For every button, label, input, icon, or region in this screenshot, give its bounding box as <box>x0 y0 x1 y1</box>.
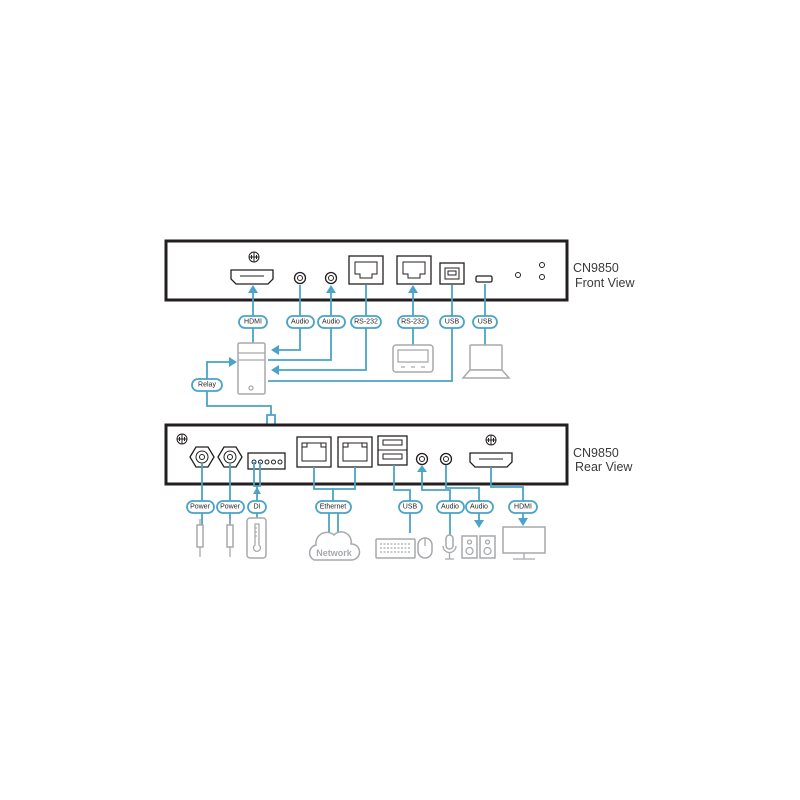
svg-text:USB: USB <box>478 319 493 326</box>
laptop-icon <box>461 344 511 379</box>
label-ethernet: Ethernet <box>315 500 352 514</box>
pc-tower-icon <box>237 342 266 395</box>
power-plug-icon <box>226 519 234 557</box>
usb-b-port <box>439 262 465 285</box>
svg-text:Audio: Audio <box>291 319 309 326</box>
svg-text:Audio: Audio <box>470 504 488 511</box>
label-power: Power <box>186 500 215 514</box>
front-wires <box>206 284 486 457</box>
svg-text:Relay: Relay <box>198 382 216 389</box>
front-labels: HDMI Audio Audio RS-232 RS-232 USB USB R… <box>191 315 498 392</box>
label-audio: Audio <box>436 500 465 514</box>
label-di: DI <box>247 500 267 514</box>
audio-jack-out <box>415 452 429 466</box>
rear-panel <box>164 423 569 486</box>
label-hdmi: HDMI <box>238 315 268 329</box>
microphone-icon <box>442 534 457 560</box>
keyboard-icon <box>375 538 416 559</box>
audio-jack-2 <box>324 271 338 285</box>
svg-text:HDMI: HDMI <box>514 504 532 511</box>
svg-text:Power: Power <box>220 504 241 511</box>
mouse-icon <box>417 537 433 559</box>
rs232-port-1 <box>348 255 384 285</box>
svg-text:Power: Power <box>190 504 211 511</box>
network-label: Network <box>316 548 353 558</box>
led-indicator <box>539 274 545 280</box>
svg-text:RS-232: RS-232 <box>354 319 378 326</box>
power-jack-1 <box>189 446 215 468</box>
usb-a-ports <box>377 435 408 466</box>
ground-icon <box>176 433 188 445</box>
ethernet-port-2 <box>337 436 373 468</box>
front-model-label: CN9850 <box>573 261 619 275</box>
svg-text:Audio: Audio <box>322 319 340 326</box>
rear-model-label: CN9850 <box>573 446 619 460</box>
ethernet-port-1 <box>296 436 332 468</box>
label-audio: Audio <box>286 315 315 329</box>
label-audio: Audio <box>465 500 494 514</box>
thermometer-icon <box>246 517 267 559</box>
hdmi-port <box>469 452 513 468</box>
label-audio: Audio <box>317 315 346 329</box>
led-indicator <box>539 262 545 268</box>
ground-icon <box>485 434 497 446</box>
audio-jack-1 <box>293 271 307 285</box>
network-cloud-icon: Network <box>308 531 361 561</box>
label-rs232: RS-232 <box>350 315 382 329</box>
svg-text:USB: USB <box>403 504 418 511</box>
led-indicator <box>515 272 521 278</box>
svg-text:Audio: Audio <box>441 504 459 511</box>
rs232-port-2 <box>396 255 432 285</box>
audio-jack-in <box>439 452 453 466</box>
label-usb: USB <box>398 500 423 514</box>
label-power: Power <box>216 500 245 514</box>
micro-usb-port <box>475 275 493 283</box>
ground-icon <box>248 251 260 263</box>
front-view-label: Front View <box>575 276 635 290</box>
label-relay: Relay <box>191 378 223 392</box>
svg-text:RS-232: RS-232 <box>401 319 425 326</box>
svg-text:HDMI: HDMI <box>244 319 262 326</box>
svg-text:DI: DI <box>254 504 261 511</box>
rear-view-label: Rear View <box>575 460 633 474</box>
rear-labels: Power Power DI Ethernet USB Audio Audio … <box>186 500 538 514</box>
label-usb: USB <box>472 315 498 329</box>
serial-device-icon <box>392 344 434 373</box>
power-jack-2 <box>217 446 243 468</box>
label-usb: USB <box>439 315 465 329</box>
monitor-icon <box>502 526 546 560</box>
power-plug-icon <box>196 519 204 557</box>
label-rs232: RS-232 <box>397 315 429 329</box>
speakers-icon <box>461 535 496 559</box>
label-hdmi: HDMI <box>508 500 538 514</box>
svg-text:USB: USB <box>445 319 460 326</box>
hdmi-port <box>230 269 274 285</box>
svg-text:Ethernet: Ethernet <box>320 504 347 511</box>
